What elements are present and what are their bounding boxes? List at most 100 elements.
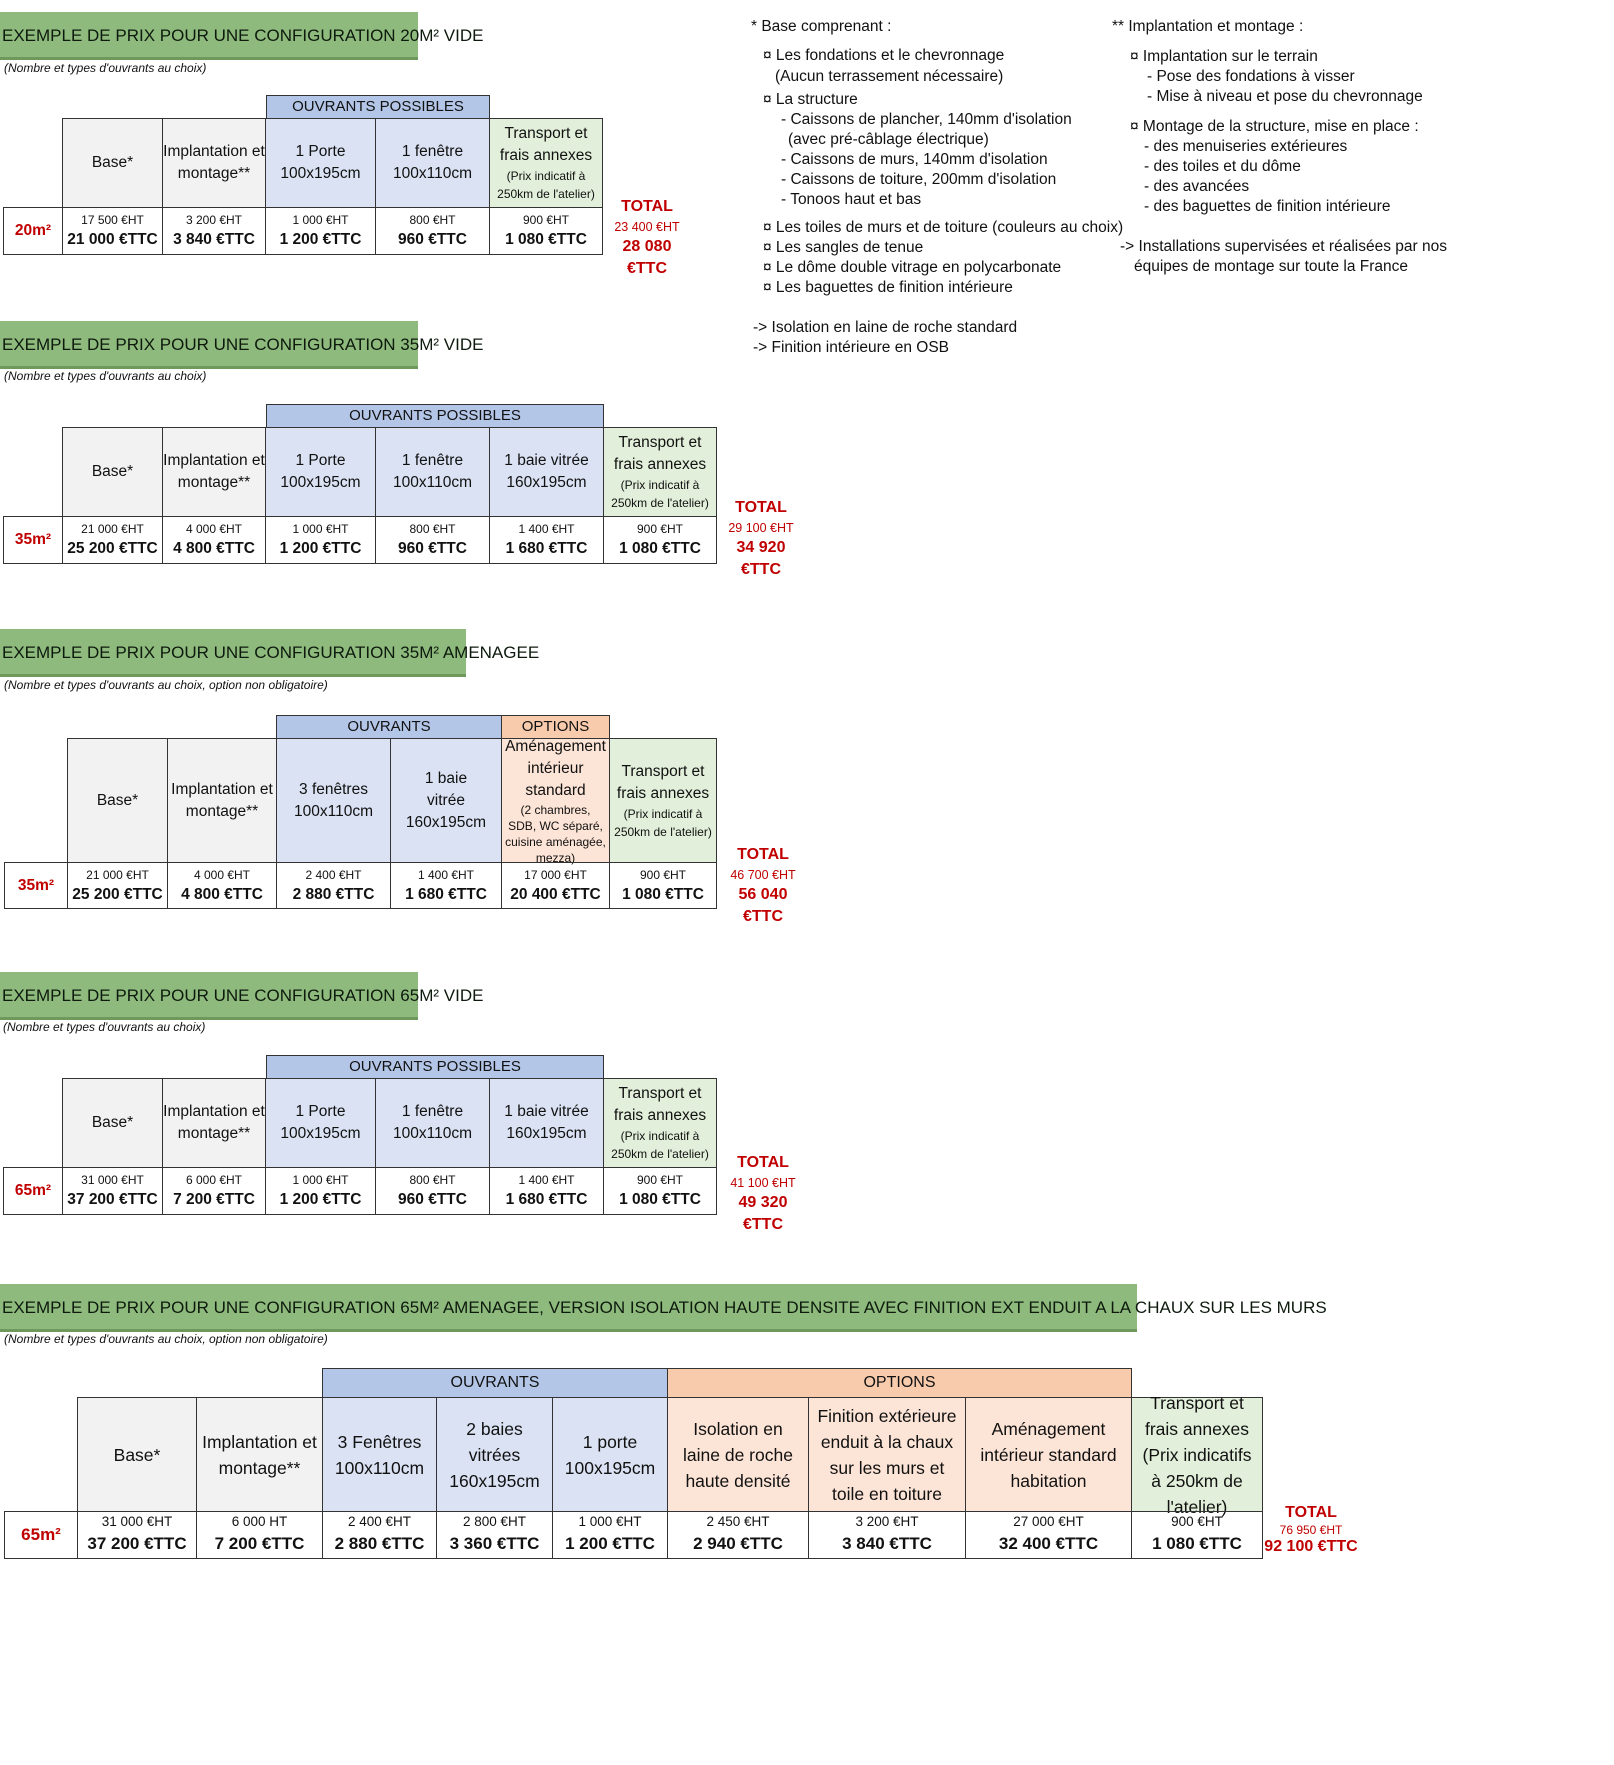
montage-info-line: - des avancées xyxy=(1144,178,1250,195)
section-2-header-transport: Transport et frais annexes (Prix indicat… xyxy=(603,427,717,517)
section-4-note: (Nombre et types d'ouvrants au choix) xyxy=(3,1020,206,1034)
section-1-total: TOTAL 23 400 €HT 28 080 €TTC xyxy=(614,198,680,277)
base-info-line: ¤ Les sangles de tenue xyxy=(763,239,924,256)
section-3-header-base: Base* xyxy=(67,738,168,863)
section-3-header-implantation: Implantation et montage** xyxy=(167,738,277,863)
section-5-options-group: OPTIONS xyxy=(667,1368,1132,1398)
section-1-header-transport: Transport et frais annexes (Prix indicat… xyxy=(489,118,603,208)
section-2-header-base: Base* xyxy=(62,427,163,517)
section-2-header-implantation: Implantation et montage** xyxy=(162,427,266,517)
section-5-header-implantation: Implantation et montage** xyxy=(196,1397,323,1512)
montage-info-line: ¤ Implantation sur le terrain xyxy=(1130,48,1318,65)
section-5-title: EXEMPLE DE PRIX POUR UNE CONFIGURATION 6… xyxy=(0,1284,1327,1332)
montage-info-line: - des menuiseries extérieures xyxy=(1144,138,1348,155)
section-2-total: TOTAL 29 100 €HT 34 920 €TTC xyxy=(728,499,794,578)
montage-info-note: -> Installations supervisées et réalisée… xyxy=(1120,238,1447,255)
section-4-title: EXEMPLE DE PRIX POUR UNE CONFIGURATION 6… xyxy=(0,972,483,1020)
section-1-header-base: Base* xyxy=(62,118,163,208)
section-1-header-fenetre: 1 fenêtre 100x110cm xyxy=(375,118,490,208)
section-4-header-implantation: Implantation et montage** xyxy=(162,1078,266,1168)
montage-info-note: équipes de montage sur toute la France xyxy=(1134,258,1409,275)
section-3-total: TOTAL 46 700 €HT 56 040 €TTC xyxy=(730,846,796,925)
montage-info-line: - Pose des fondations à visser xyxy=(1147,68,1355,85)
section-5-ouvrants-group: OUVRANTS xyxy=(322,1368,668,1398)
base-info-line: - Tonoos haut et bas xyxy=(781,191,922,208)
base-info-line: (avec pré-câblage électrique) xyxy=(788,131,989,148)
section-1-title: EXEMPLE DE PRIX POUR UNE CONFIGURATION 2… xyxy=(0,12,483,60)
section-3-header-fenetres: 3 fenêtres 100x110cm xyxy=(276,738,391,863)
section-1-header-implantation: Implantation et montage** xyxy=(162,118,266,208)
montage-info-title: ** Implantation et montage : xyxy=(1112,18,1304,35)
section-2-ouvrants-group: OUVRANTS POSSIBLES xyxy=(266,404,604,428)
section-1-note: (Nombre et types d'ouvrants au choix) xyxy=(4,61,207,75)
section-5-header-base: Base* xyxy=(77,1397,197,1512)
section-5-header-porte: 1 porte 100x195cm xyxy=(552,1397,668,1512)
section-1-ouvrants-group: OUVRANTS POSSIBLES xyxy=(266,95,490,119)
base-info-line: ¤ La structure xyxy=(763,91,858,108)
section-4-ouvrants-group: OUVRANTS POSSIBLES xyxy=(266,1055,604,1079)
section-5-header-transport: Transport et frais annexes (Prix indicat… xyxy=(1131,1393,1263,1517)
base-info-note: -> Isolation en laine de roche standard xyxy=(753,319,1018,336)
base-info-note: -> Finition intérieure en OSB xyxy=(753,339,949,356)
section-4-total: TOTAL 41 100 €HT 49 320 €TTC xyxy=(730,1154,796,1233)
section-2-header-baie: 1 baie vitrée 160x195cm xyxy=(489,427,604,517)
section-3-row-label: 35m² xyxy=(4,862,68,909)
section-3-ouvrants-group: OUVRANTS xyxy=(276,715,502,739)
base-info-line: ¤ Les fondations et le chevronnage xyxy=(763,47,1005,64)
section-5-header-baies: 2 baies vitrées 160x195cm xyxy=(436,1397,553,1512)
section-4-header-base: Base* xyxy=(62,1078,163,1168)
base-info-line: ¤ Le dôme double vitrage en polycarbonat… xyxy=(763,259,1062,276)
base-info-line: - Caissons de toiture, 200mm d'isolation xyxy=(781,171,1057,188)
section-5-note: (Nombre et types d'ouvrants au choix, op… xyxy=(4,1332,328,1346)
section-5-header-amenagement: Aménagement intérieur standard habitatio… xyxy=(965,1397,1132,1512)
section-4-header-fenetre: 1 fenêtre 100x110cm xyxy=(375,1078,490,1168)
section-3-note: (Nombre et types d'ouvrants au choix, op… xyxy=(4,678,328,692)
section-5-total: TOTAL 76 950 €HT 92 100 €TTC xyxy=(1264,1504,1358,1555)
montage-info-line: - des toiles et du dôme xyxy=(1144,158,1301,175)
section-3-header-transport: Transport et frais annexes (Prix indicat… xyxy=(609,738,717,863)
section-5-row-label: 65m² xyxy=(4,1511,78,1559)
section-4-row-label: 65m² xyxy=(3,1167,63,1215)
section-5-header-finition: Finition extérieure enduit à la chaux su… xyxy=(808,1397,966,1512)
montage-info-line: - Mise à niveau et pose du chevronnage xyxy=(1147,88,1423,105)
base-info-line: - Caissons de murs, 140mm d'isolation xyxy=(781,151,1048,168)
base-info-line: ¤ Les baguettes de finition intérieure xyxy=(763,279,1013,296)
section-4-header-porte: 1 Porte 100x195cm xyxy=(265,1078,376,1168)
section-4-header-baie: 1 baie vitrée 160x195cm xyxy=(489,1078,604,1168)
base-info-line: (Aucun terrassement nécessaire) xyxy=(775,68,1004,85)
section-4-header-transport: Transport et frais annexes (Prix indicat… xyxy=(603,1078,717,1168)
base-info-title: * Base comprenant : xyxy=(751,18,892,35)
section-3-header-amenagement: Aménagement intérieur standard (2 chambr… xyxy=(501,738,610,865)
section-3-header-baie: 1 baie vitrée 160x195cm xyxy=(390,738,502,863)
montage-info-line: - des baguettes de finition intérieure xyxy=(1144,198,1391,215)
section-1-row-label: 20m² xyxy=(3,207,63,255)
section-3-title: EXEMPLE DE PRIX POUR UNE CONFIGURATION 3… xyxy=(0,629,539,677)
